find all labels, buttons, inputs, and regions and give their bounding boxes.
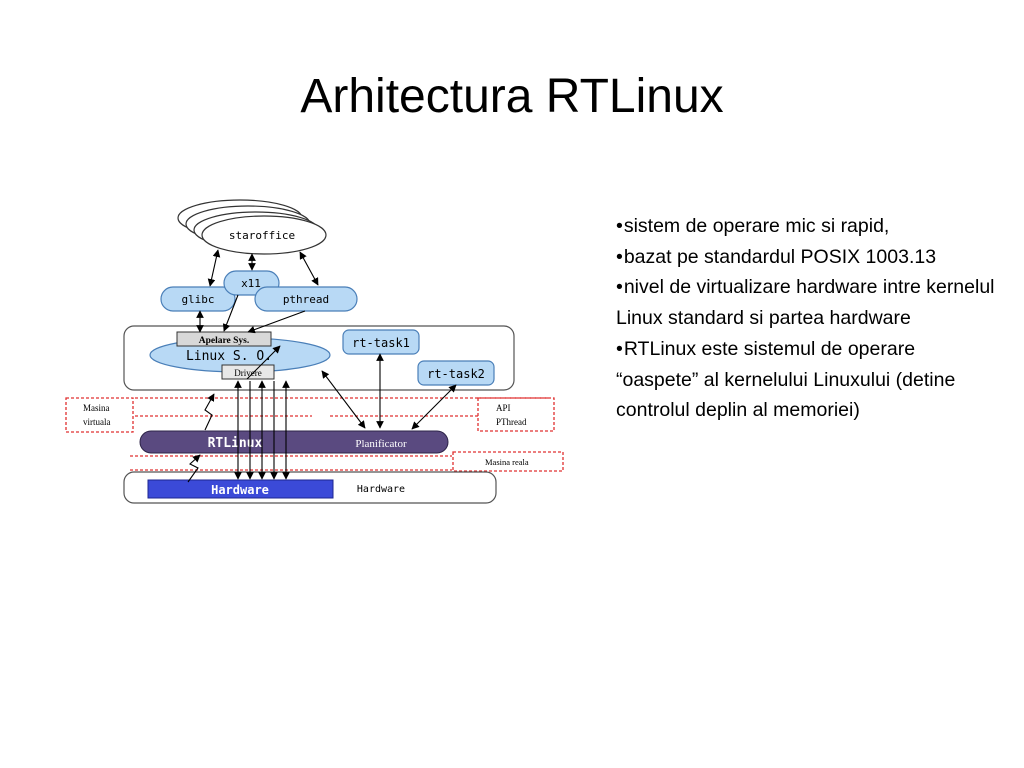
rtlinux-bar [139, 430, 449, 454]
api-label: API [496, 403, 511, 413]
rt-task1-label: rt-task1 [352, 336, 410, 350]
rtlinux-architecture-diagram: staroffice glibc x11 pthread Linux S. O.… [65, 199, 564, 504]
drivere-label: Drivere [234, 368, 261, 378]
rtlinux-label: RTLinux [208, 436, 263, 451]
slide-title: Arhitectura RTLinux [300, 70, 724, 123]
staroffice-stack [177, 199, 327, 255]
bullet-text: nivel de virtualizare hardware intre ker… [616, 276, 995, 330]
linux-so-label: Linux S. O. [186, 349, 272, 364]
bullet-text: sistem de operare mic si rapid, [623, 215, 890, 237]
masina-virtuala-line1: Masina [83, 403, 110, 413]
staroffice-label: staroffice [229, 229, 295, 242]
rt-task2-label: rt-task2 [427, 367, 485, 381]
bullet-text: bazat pe standardul POSIX 1003.13 [623, 245, 937, 268]
hardware-side-label: Hardware [357, 484, 405, 495]
bullet-item: •nivel de virtualizare hardware intre ke… [616, 276, 995, 330]
masina-reala-label: Masina reala [485, 457, 529, 467]
pthread-api-label: PThread [496, 417, 527, 427]
bullet-item: •sistem de operare mic si rapid, [616, 215, 890, 237]
x11-label: x11 [241, 277, 261, 290]
apelare-sys-box [176, 331, 272, 347]
bullet-list: •sistem de operare mic si rapid, •bazat … [616, 211, 996, 426]
diagram-arrows [187, 249, 457, 483]
drivere-box [221, 364, 275, 380]
apelare-sys-label: Apelare Sys. [199, 336, 250, 346]
planificator-label: Planificator [355, 438, 407, 450]
pthread-bubble [254, 286, 358, 312]
pthread-label: pthread [283, 293, 329, 306]
hardware-bar-label: Hardware [211, 483, 269, 497]
masina-virtuala-line2: virtuala [83, 417, 111, 427]
bullet-item: •bazat pe standardul POSIX 1003.13 [616, 245, 937, 268]
glibc-label: glibc [181, 293, 214, 306]
hardware-bar [147, 479, 334, 499]
bullet-item: •RTLinux este sistemul de operare “oaspe… [616, 337, 956, 422]
bullet-text: RTLinux este sistemul de operare “oaspet… [616, 337, 956, 422]
